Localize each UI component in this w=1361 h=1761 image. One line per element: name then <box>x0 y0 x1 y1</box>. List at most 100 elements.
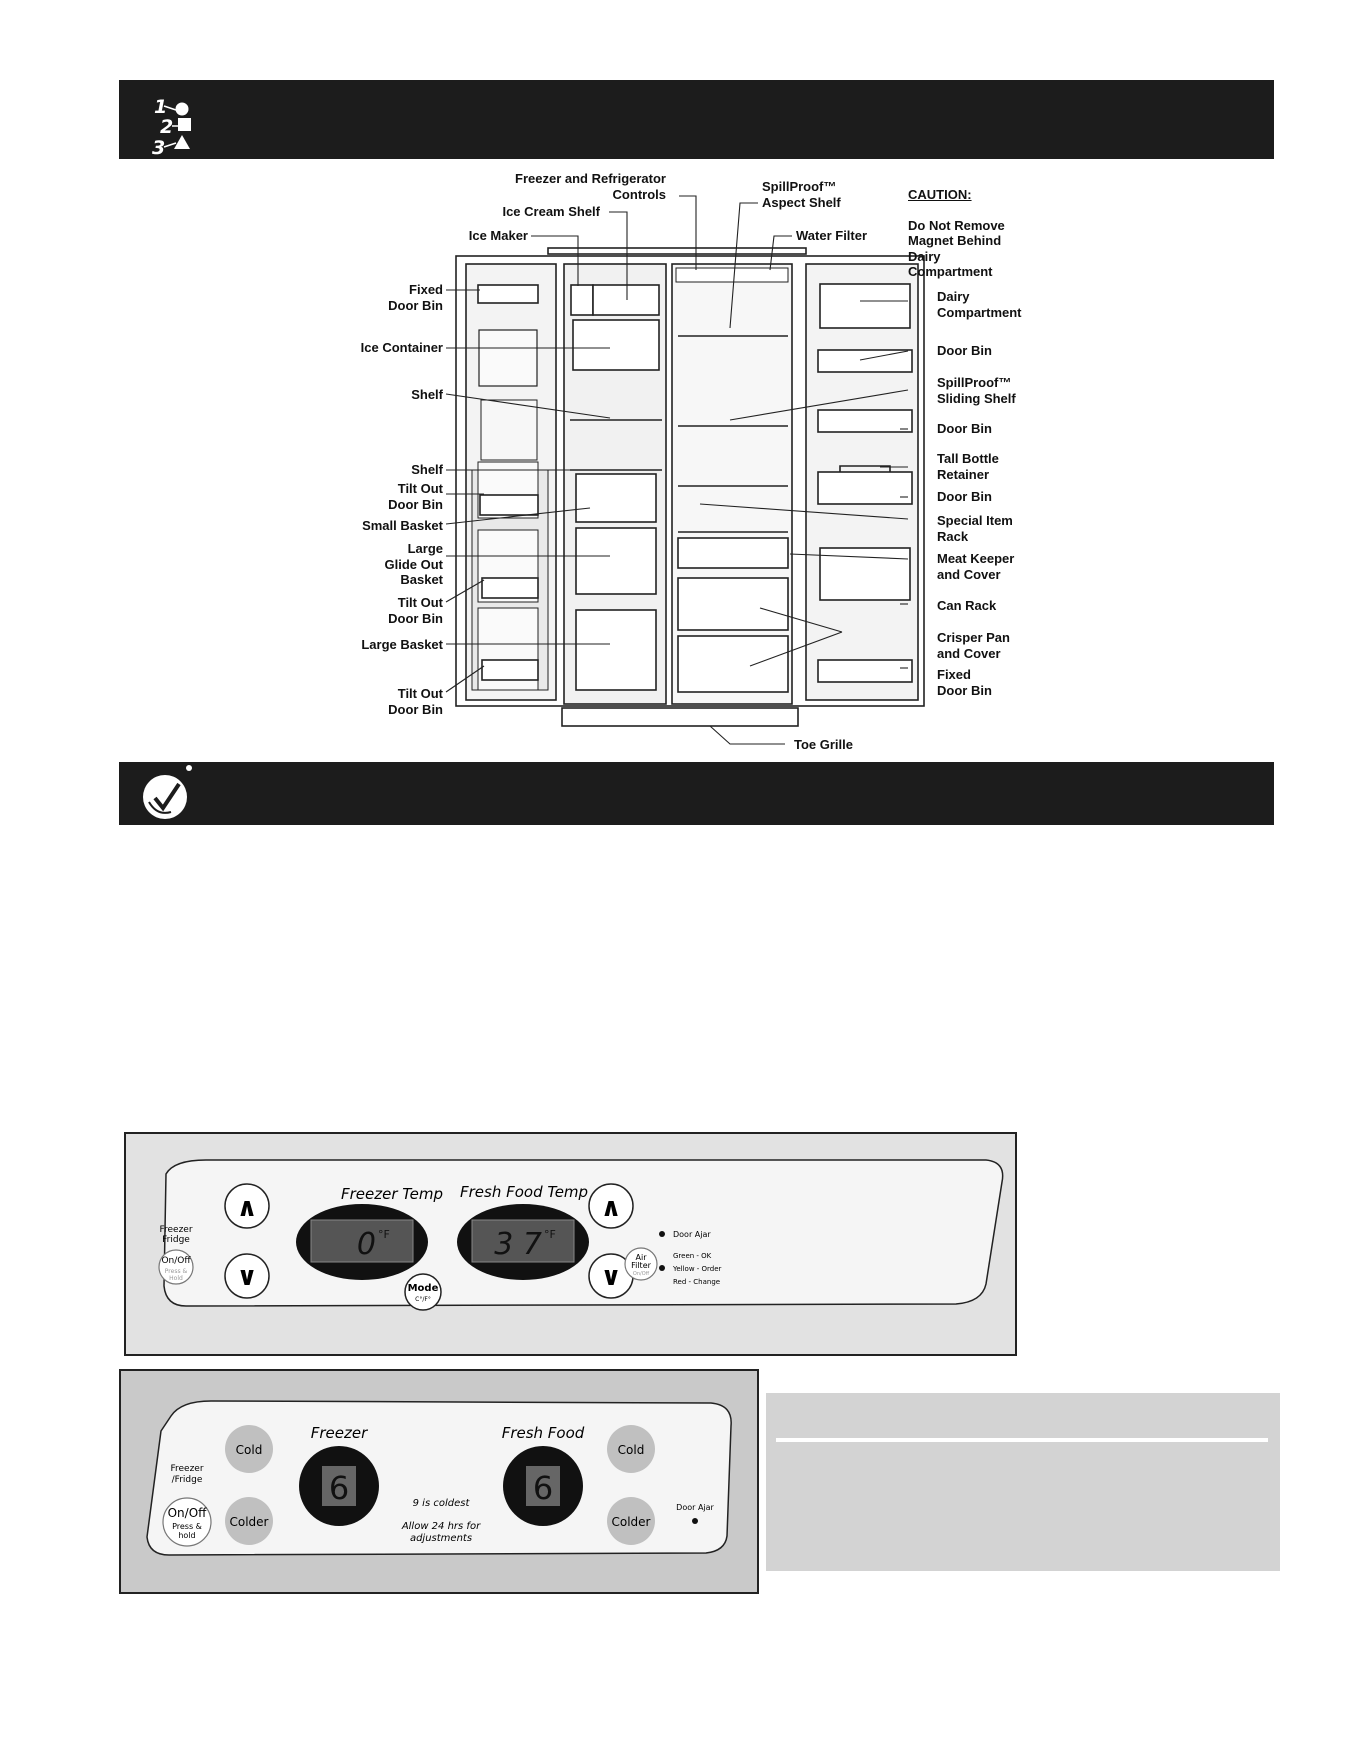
freezer-fridge-label-a: Freezer <box>170 1464 203 1474</box>
label-tilt-out-bin-2: Tilt Out Door Bin <box>388 595 443 626</box>
ice-cream-shelf <box>592 284 660 316</box>
label-special-item-rack: Special Item Rack <box>937 513 1013 544</box>
section-header-bar-2 <box>119 762 1274 825</box>
digital-control-panel: ∧ ∨ ∧ ∨ Freezer Temp Fresh Food Temp 0 °… <box>124 1132 1017 1356</box>
press-hold-label-2: Hold <box>169 1275 183 1282</box>
label-meat-keeper: Meat Keeper and Cover <box>937 551 1015 582</box>
label-fixed-door-bin-top: Fixed Door Bin <box>388 282 443 313</box>
label-tall-bottle-retainer: Tall Bottle Retainer <box>937 451 999 482</box>
door-ajar-label-2: Door Ajar <box>676 1503 714 1512</box>
label-door-bin-3: Door Bin <box>937 489 992 504</box>
fresh-food-down-button[interactable]: ∨ <box>588 1253 634 1299</box>
freezer-colder-button[interactable]: Colder <box>225 1497 273 1545</box>
onoff-label-2: On/Off <box>168 1506 208 1520</box>
label-sliding-shelf: SpillProof™ Sliding Shelf <box>937 375 1016 406</box>
status-red-label: Red - Change <box>673 1278 720 1286</box>
mode-label: Mode <box>408 1283 439 1294</box>
control-strip <box>675 267 789 283</box>
freezer-up-button[interactable]: ∧ <box>224 1183 270 1229</box>
freezer-temp-value: 0 <box>357 1227 376 1262</box>
press-hold-label-1: Press & <box>165 1268 188 1275</box>
label-tilt-out-bin-1: Tilt Out Door Bin <box>388 481 443 512</box>
status-yellow-label: Yellow - Order <box>672 1265 722 1273</box>
ice-maker <box>570 284 594 316</box>
label-ice-maker: Ice Maker <box>468 228 528 243</box>
label-shelf-1: Shelf <box>411 387 443 402</box>
cabinet-top-trim <box>547 247 807 255</box>
numbered-steps-icon: 1 2 3 <box>152 96 191 159</box>
chevron-up-icon: ∧ <box>600 1193 621 1223</box>
label-door-bin-1: Door Bin <box>937 343 992 358</box>
large-glide-basket <box>575 527 657 595</box>
allow-note-line1: Allow 24 hrs for <box>401 1521 481 1532</box>
label-caution: CAUTION: Do Not Remove Magnet Behind Dai… <box>908 171 1048 280</box>
label-small-basket: Small Basket <box>362 518 443 533</box>
small-basket <box>575 473 657 523</box>
freezer-temp-title: Freezer Temp <box>341 1185 443 1203</box>
label-aspect-shelf: SpillProof™ Aspect Shelf <box>762 179 841 210</box>
panel-face-2 <box>146 1400 732 1556</box>
label-dairy-compartment: Dairy Compartment <box>937 289 1022 320</box>
chevron-up-icon: ∧ <box>236 1193 257 1223</box>
label-fixed-door-bin-bottom: Fixed Door Bin <box>937 667 992 698</box>
onoff-button[interactable]: On/Off Press & Hold <box>158 1249 194 1285</box>
label-shelf-2: Shelf <box>411 462 443 477</box>
crisper-pan-lower <box>677 635 789 693</box>
label-ice-container: Ice Container <box>360 340 443 355</box>
label-door-bin-2: Door Bin <box>937 421 992 436</box>
toe-grille <box>561 707 799 727</box>
air-filter-button[interactable]: Air Filter On/Off <box>624 1247 658 1281</box>
allow-note-line2: adjustments <box>410 1533 472 1544</box>
air-filter-sub-label: On/Off <box>633 1271 650 1277</box>
label-crisper-pan: Crisper Pan and Cover <box>937 630 1010 661</box>
filter-status-indicator-icon <box>659 1265 665 1271</box>
fresh-food-colder-button[interactable]: Colder <box>607 1497 655 1545</box>
press-hold-2-line1: Press & <box>172 1522 202 1531</box>
label-controls: Freezer and Refrigerator Controls <box>515 171 666 202</box>
checkmark-badge-icon <box>143 765 192 819</box>
cold-label-2: Cold <box>618 1443 645 1457</box>
fresh-food-cold-button[interactable]: Cold <box>607 1425 655 1473</box>
air-filter-label-2: Filter <box>631 1261 652 1270</box>
fresh-food-setting-value: 6 <box>533 1469 553 1507</box>
label-tilt-out-bin-3: Tilt Out Door Bin <box>388 686 443 717</box>
label-ice-cream-shelf: Ice Cream Shelf <box>502 204 600 219</box>
fresh-food-up-button[interactable]: ∧ <box>588 1183 634 1229</box>
caution-text: Do Not Remove Magnet Behind Dairy Compar… <box>908 217 1005 280</box>
svg-text:2: 2 <box>160 116 173 138</box>
press-hold-2-line2: hold <box>178 1531 195 1540</box>
freezer-temp-unit: °F <box>378 1228 390 1241</box>
freezer-down-button[interactable]: ∨ <box>224 1253 270 1299</box>
fresh-food-title: Fresh Food <box>502 1424 585 1442</box>
freezer-fridge-label-1: Freezer <box>159 1225 192 1235</box>
coldest-note: 9 is coldest <box>413 1498 471 1509</box>
door-ajar-indicator-icon-2 <box>692 1518 698 1524</box>
label-toe-grille: Toe Grille <box>794 737 853 752</box>
mode-sub-label: C°/F° <box>415 1296 431 1303</box>
caution-title: CAUTION: <box>908 186 972 202</box>
svg-text:3: 3 <box>152 137 165 159</box>
fresh-food-temp-title: Fresh Food Temp <box>460 1183 588 1201</box>
label-large-glide-basket: Large Glide Out Basket <box>384 541 444 587</box>
fresh-food-temp-value: 3 7 <box>494 1227 542 1262</box>
cold-label: Cold <box>236 1443 263 1457</box>
fresh-food-temp-unit: °F <box>544 1228 556 1241</box>
label-large-basket: Large Basket <box>361 637 443 652</box>
refrigerator-diagram <box>445 195 925 745</box>
onoff-button-2[interactable]: On/Off Press & hold <box>162 1497 212 1547</box>
label-water-filter: Water Filter <box>796 228 868 243</box>
note-box-rule <box>776 1438 1268 1442</box>
crisper-pan-upper <box>677 577 789 631</box>
chevron-down-icon: ∨ <box>236 1262 257 1292</box>
freezer-fridge-label-2: Fridge <box>162 1235 190 1245</box>
dairy-compartment <box>819 283 911 329</box>
door-ajar-indicator-icon <box>659 1231 665 1237</box>
freezer-cold-button[interactable]: Cold <box>225 1425 273 1473</box>
note-box <box>766 1393 1280 1571</box>
freezer-title: Freezer <box>311 1424 368 1442</box>
onoff-label: On/Off <box>161 1256 191 1266</box>
colder-label-2: Colder <box>612 1515 651 1529</box>
mode-button[interactable]: Mode C°/F° <box>404 1273 442 1311</box>
basic-control-panel: Freezer /Fridge On/Off Press & hold Cold… <box>119 1369 759 1594</box>
freezer-setting-value: 6 <box>329 1469 349 1507</box>
